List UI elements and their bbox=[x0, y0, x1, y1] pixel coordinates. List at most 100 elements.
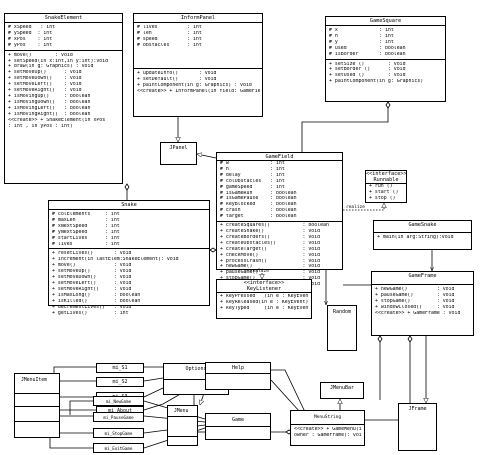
mi-exit-game-class[interactable]: mi_ExitGame bbox=[93, 443, 144, 453]
game-square-to-game-field bbox=[301, 102, 389, 152]
class-title: JMenuBar bbox=[329, 385, 355, 391]
class-member: # delay : int bbox=[220, 172, 285, 178]
help-to-menu-string bbox=[270, 379, 301, 413]
class-member: owner : GameFrame): void bbox=[294, 432, 362, 438]
mi-pause-game-class[interactable]: mi_PauseGame bbox=[93, 412, 144, 422]
class-member: + stopGame() : void bbox=[220, 276, 321, 282]
class-member: + createSnake() : void bbox=[220, 228, 321, 234]
class-member: + keyPressed (in e : KeyEvent) bbox=[220, 294, 309, 299]
mi-s1-class[interactable]: mi_S1 bbox=[96, 363, 144, 373]
class-member: + stopGame() : void bbox=[375, 298, 455, 304]
aggregation-diamond bbox=[407, 335, 413, 343]
mi-s2-to-options bbox=[143, 377, 164, 382]
game-field-realizes-runnable bbox=[343, 203, 384, 211]
snake-element-class[interactable]: SnakeElement # xSpeed : int# ySpeed : in… bbox=[4, 13, 123, 184]
class-member: + createObstacles() : void bbox=[220, 240, 321, 246]
class-title: GameField bbox=[265, 154, 294, 160]
class-member: + paintComponent(in g: Graphics) : void bbox=[137, 82, 252, 88]
class-title: JFrame bbox=[408, 406, 427, 412]
class-fields: # x : int# h : int# y : int# used : bool… bbox=[326, 25, 445, 59]
runnable-interface[interactable]: <<interface>> Runnable + run ()+ start (… bbox=[365, 170, 407, 203]
class-title: mi_ExitGame bbox=[104, 445, 133, 451]
game-field-class[interactable]: GameField # w : int# h : int# delay : in… bbox=[216, 152, 343, 305]
class-member: # isBorder : boolean bbox=[329, 51, 406, 57]
class-member: + draw(in g: Graphics) : void bbox=[8, 64, 94, 70]
class-member: + createTarget() : void bbox=[220, 246, 321, 252]
class-member: : int , in yPos : int) bbox=[8, 123, 73, 129]
class-member: # crash : boolean bbox=[220, 208, 297, 214]
class-member: # y : int bbox=[329, 39, 394, 45]
class-member: <<create>> + SnakeElement(in xPos bbox=[8, 117, 106, 123]
class-member: # colElements : int bbox=[52, 212, 120, 217]
class-divider bbox=[163, 379, 229, 380]
class-fields: # lives : int# len : int# speed : int# o… bbox=[134, 22, 262, 68]
class-member: # isGameRun : boolean bbox=[220, 190, 297, 196]
game-frame-class[interactable]: GameFrame + newGame() : void+ pauseGame(… bbox=[371, 271, 474, 336]
class-member: + windowClosed() : void bbox=[375, 304, 455, 310]
class-title: GameFrame bbox=[408, 273, 437, 279]
jmenuitem-class[interactable]: JMenuItem bbox=[14, 373, 60, 438]
class-member: + keyReleased(in e : KeyEvent) bbox=[220, 299, 309, 305]
class-methods: + move() : void+ setSpeed(in x:int,in y:… bbox=[5, 49, 122, 131]
class-member: + main(in arg:String):void bbox=[377, 235, 454, 240]
class-member: # x : int bbox=[329, 28, 394, 33]
interface-stereotype: <<interface>> bbox=[366, 171, 407, 177]
class-member: + setMoveLeft() : void bbox=[8, 82, 82, 88]
class-member: # isGamePause : boolean bbox=[220, 196, 297, 202]
class-methods: + setSize () : void+ setBorder () : void… bbox=[326, 58, 445, 87]
class-title: Random bbox=[332, 309, 352, 315]
game-snake-class[interactable]: GameSnake + main(in arg:String):void bbox=[373, 220, 472, 250]
class-member: + createBorders() : void bbox=[220, 234, 321, 240]
jmenubar-class[interactable]: JMenuBar bbox=[320, 382, 364, 399]
class-member: + run () bbox=[369, 184, 393, 189]
mi-stop-game-class[interactable]: mi_StopGame bbox=[93, 428, 144, 438]
class-title: MenuString bbox=[313, 415, 342, 420]
random-class[interactable]: Random bbox=[327, 305, 357, 351]
help-class[interactable]: Help bbox=[205, 362, 271, 390]
class-member: + paintComponent(in g: Graphics) bbox=[329, 79, 424, 85]
class-methods: + newGame() : void+ pauseGame() : void+ … bbox=[372, 284, 473, 318]
class-title: JMenuItem bbox=[21, 378, 47, 383]
mi-s2-class[interactable]: mi_S2 bbox=[96, 377, 144, 387]
class-member: # target : boolean bbox=[220, 214, 297, 220]
class-member: # xPos : int bbox=[8, 36, 53, 42]
class-member: # xNextSpeed : int bbox=[52, 223, 120, 229]
class-member: + setSize () : void bbox=[329, 61, 406, 67]
jframe-class[interactable]: JFrame bbox=[398, 403, 437, 451]
class-member: + isMovingLeft() : boolean bbox=[8, 105, 91, 111]
class-member: + setMoveDown() : void bbox=[52, 275, 132, 281]
class-member: # startLives : int bbox=[52, 235, 120, 241]
class-member: <<create>> + GameMenu(in bbox=[294, 427, 362, 432]
class-member: + move() : void bbox=[8, 52, 73, 58]
class-methods: + main(in arg:String):void bbox=[374, 232, 471, 242]
aggregation-diamond bbox=[124, 183, 130, 191]
class-methods: + updateInfo() : void+ setDefault() : vo… bbox=[134, 68, 262, 96]
class-member: # len : int bbox=[137, 30, 202, 36]
game-square-class[interactable]: GameSquare # x : int# h : int# y : int# … bbox=[325, 16, 446, 102]
class-member: + getLives() : int bbox=[52, 310, 129, 316]
class-title: mi_About bbox=[107, 408, 133, 414]
game-field-inherits-jpanel bbox=[197, 154, 217, 159]
class-methods: + run ()+ start ()+ stop () bbox=[366, 183, 406, 203]
class-title: JMenu bbox=[174, 409, 189, 414]
snake-class[interactable]: Snake # colElements : int# maxLen : int#… bbox=[48, 200, 210, 315]
jmenu-class[interactable]: JMenu bbox=[167, 405, 198, 446]
class-title: mi_NewGame bbox=[105, 398, 132, 404]
class-member: # yPos : int bbox=[8, 42, 53, 48]
class-member: + setMoveLeft() : void bbox=[52, 280, 132, 286]
class-member: + increment(in lastElem:SnakeElement): v… bbox=[52, 257, 179, 263]
class-divider bbox=[15, 393, 59, 394]
class-member: + setDefault() : void bbox=[137, 76, 217, 82]
class-title: Runnable bbox=[373, 177, 399, 183]
mi-exitgame-to-jmenuitem bbox=[49, 438, 93, 449]
class-fields: # w : int# h : int# delay : int# colObst… bbox=[217, 160, 342, 221]
jpanel-class[interactable]: JPanel bbox=[160, 142, 197, 165]
key-listener-interface[interactable]: <<interface>> KeyListener + keyPressed (… bbox=[216, 279, 312, 319]
inform-panel-class[interactable]: InformPanel # lives : int# len : int# sp… bbox=[133, 13, 263, 117]
class-member: + isKilled() : boolean bbox=[52, 298, 141, 304]
mi-new-game-class[interactable]: mi_NewGame bbox=[93, 396, 144, 406]
class-member: + pauseGame() : void bbox=[375, 292, 455, 298]
class-member: + setBorder () : void bbox=[329, 67, 406, 73]
